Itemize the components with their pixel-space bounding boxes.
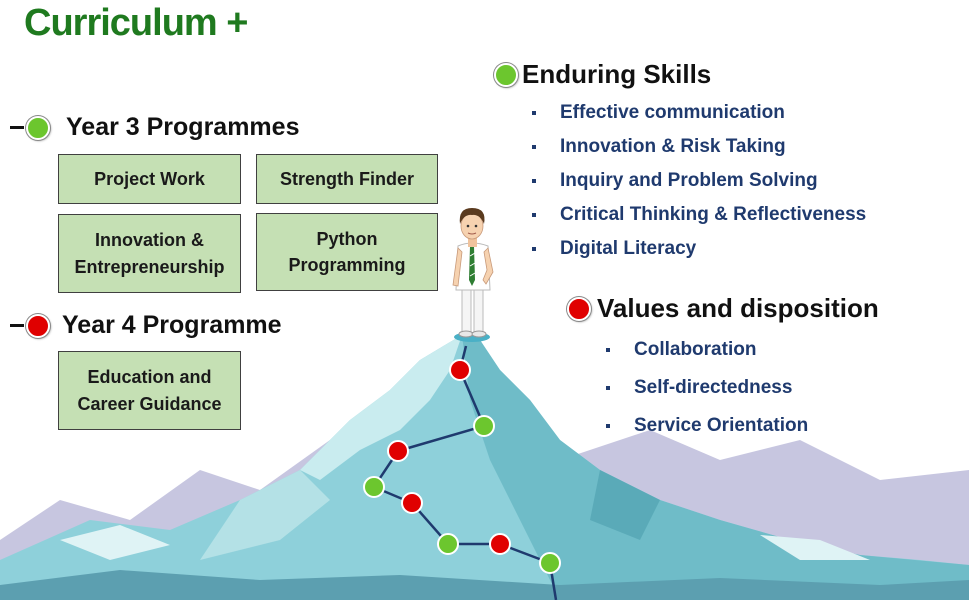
mountain-base — [0, 570, 969, 600]
mountain-snow-right — [760, 535, 870, 560]
programme-box-education-career: Education and Career Guidance — [58, 351, 241, 430]
green-dot-icon — [494, 62, 518, 87]
list-item: Collaboration — [606, 331, 808, 369]
programme-box-innovation: Innovation & Entrepreneurship — [58, 214, 241, 293]
year4-heading-row: Year 4 Programme — [10, 311, 282, 340]
path-node-green — [539, 552, 561, 574]
programme-box-project-work: Project Work — [58, 154, 241, 204]
values-heading: Values and disposition — [597, 293, 879, 323]
list-item: Service Orientation — [606, 407, 808, 445]
bullet-icon — [532, 111, 536, 115]
bullet-icon — [532, 179, 536, 183]
bullet-icon — [532, 213, 536, 217]
path-node-red — [387, 440, 409, 462]
mountain-facet — [200, 470, 330, 560]
enduring-skills-list: Effective communication Innovation & Ris… — [532, 96, 866, 266]
red-dot-icon — [567, 296, 591, 321]
bullet-icon — [532, 145, 536, 149]
mountain-highlight — [300, 335, 462, 480]
bullet-icon — [606, 348, 610, 352]
dash-icon — [10, 126, 24, 129]
bullet-icon — [606, 424, 610, 428]
year3-heading-row: Year 3 Programmes — [10, 113, 299, 142]
path-node-red — [401, 492, 423, 514]
list-item: Critical Thinking & Reflectiveness — [532, 198, 866, 232]
mountain-facet — [590, 470, 660, 540]
year3-heading: Year 3 Programmes — [66, 113, 300, 141]
values-heading-row: Values and disposition — [567, 293, 879, 324]
enduring-skills-heading-row: Enduring Skills — [494, 59, 711, 90]
red-dot-icon — [26, 313, 50, 338]
bullet-icon — [606, 386, 610, 390]
list-item: Self-directedness — [606, 369, 808, 407]
year4-heading: Year 4 Programme — [62, 311, 282, 339]
enduring-skills-heading: Enduring Skills — [522, 59, 712, 89]
list-item: Innovation & Risk Taking — [532, 130, 866, 164]
green-dot-icon — [26, 115, 50, 140]
path-node-green — [473, 415, 495, 437]
mountain-snow-left — [60, 525, 170, 560]
dash-icon — [10, 324, 24, 327]
path-node-red — [449, 359, 471, 381]
programme-box-python: Python Programming — [256, 213, 438, 291]
student-figure — [452, 208, 494, 338]
values-list: Collaboration Self-directedness Service … — [606, 331, 808, 445]
list-item: Digital Literacy — [532, 232, 866, 266]
path-node-green — [437, 533, 459, 555]
bullet-icon — [532, 247, 536, 251]
page-title: Curriculum + — [24, 2, 248, 44]
mountain-shadow — [462, 335, 969, 600]
programme-box-strength-finder: Strength Finder — [256, 154, 438, 204]
climbing-path — [372, 345, 558, 600]
list-item: Inquiry and Problem Solving — [532, 164, 866, 198]
list-item: Effective communication — [532, 96, 866, 130]
path-node-green — [363, 476, 385, 498]
path-node-red — [489, 533, 511, 555]
